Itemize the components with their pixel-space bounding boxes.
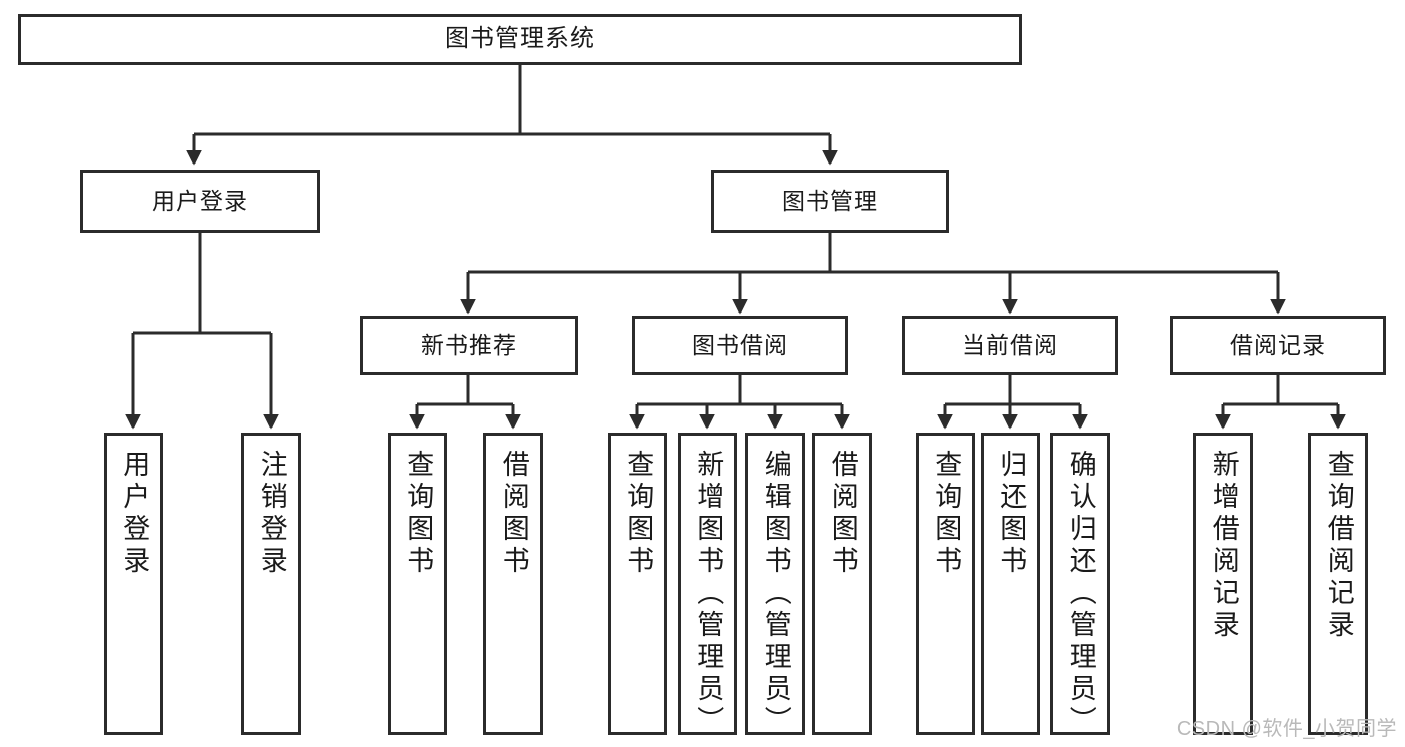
- leaf-borrow-borrow-book[interactable]: 借阅图书: [812, 433, 872, 735]
- node-label: 编辑图书（管理员）: [760, 450, 791, 738]
- node-label: 查询图书: [403, 450, 434, 578]
- node-user-login[interactable]: 用户登录: [80, 170, 320, 233]
- leaf-current-confirm-return-admin[interactable]: 确认归还（管理员）: [1050, 433, 1110, 738]
- node-book-borrow[interactable]: 图书借阅: [632, 316, 848, 375]
- node-label: 借阅图书: [498, 450, 529, 578]
- leaf-user-login[interactable]: 用户登录: [104, 433, 163, 735]
- node-label: 用户登录: [152, 187, 248, 214]
- node-label: 新增图书（管理员）: [693, 450, 724, 738]
- leaf-current-return-book[interactable]: 归还图书: [981, 433, 1040, 735]
- node-label: 归还图书: [996, 450, 1027, 578]
- node-label: 图书管理系统: [445, 25, 595, 53]
- leaf-borrow-edit-book-admin[interactable]: 编辑图书（管理员）: [745, 433, 805, 738]
- node-label: 借阅记录: [1230, 331, 1326, 358]
- node-label: 查询图书: [623, 450, 654, 578]
- leaf-recommend-borrow-book[interactable]: 借阅图书: [483, 433, 543, 735]
- leaf-current-query-book[interactable]: 查询图书: [916, 433, 975, 735]
- node-label: 图书管理: [782, 187, 878, 214]
- node-label: 当前借阅: [962, 331, 1058, 358]
- leaf-borrow-query-book[interactable]: 查询图书: [608, 433, 667, 735]
- node-label: 查询图书: [931, 450, 962, 578]
- node-book-manage[interactable]: 图书管理: [711, 170, 949, 233]
- node-label: 确认归还（管理员）: [1065, 450, 1096, 738]
- leaf-record-query[interactable]: 查询借阅记录: [1308, 433, 1368, 735]
- node-label: 新书推荐: [421, 331, 517, 358]
- node-label: 用户登录: [119, 450, 150, 578]
- leaf-borrow-add-book-admin[interactable]: 新增图书（管理员）: [678, 433, 737, 738]
- leaf-logout[interactable]: 注销登录: [241, 433, 301, 735]
- node-label: 借阅图书: [827, 450, 858, 578]
- node-label: 查询借阅记录: [1323, 450, 1354, 642]
- node-current-borrow[interactable]: 当前借阅: [902, 316, 1118, 375]
- leaf-record-add[interactable]: 新增借阅记录: [1193, 433, 1253, 735]
- node-label: 新增借阅记录: [1208, 450, 1239, 642]
- node-label: 注销登录: [256, 450, 287, 578]
- node-root-system[interactable]: 图书管理系统: [18, 14, 1022, 65]
- watermark: CSDN @软件_小贺同学: [1176, 718, 1397, 740]
- node-new-book-recommend[interactable]: 新书推荐: [360, 316, 578, 375]
- leaf-recommend-query-book[interactable]: 查询图书: [388, 433, 447, 735]
- node-borrow-record[interactable]: 借阅记录: [1170, 316, 1386, 375]
- node-label: 图书借阅: [692, 331, 788, 358]
